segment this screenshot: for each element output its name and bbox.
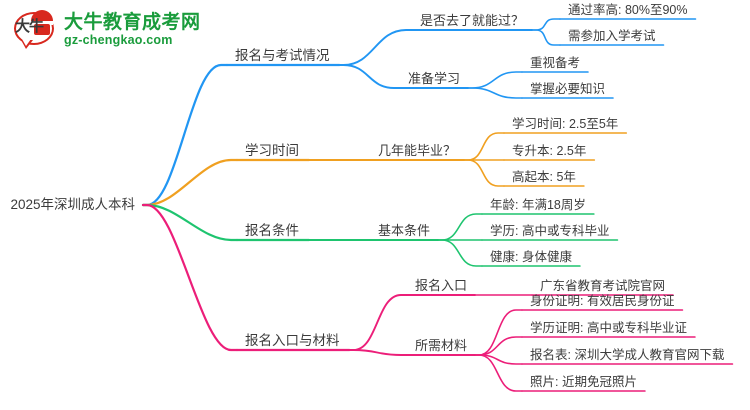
mindmap-labels: 2025年深圳成人本科 报名与考试情况 是否去了就能过？ 通过率高: 80%至90% 需…	[10, 2, 724, 389]
leaf-label-2-0-0: 年龄: 年满18周岁	[490, 197, 586, 212]
mindmap-edges	[141, 18, 734, 392]
leaf-label-1-0-2: 高起本: 5年	[512, 169, 576, 184]
edge-sub0-1-to-leaf1	[467, 87, 523, 99]
edge-branch0-to-sub1	[338, 64, 401, 89]
leaf-label-0-0-1: 需参加入学考试	[568, 28, 656, 43]
leaf-label-3-1-3: 照片: 近期免冠照片	[530, 374, 637, 389]
edge-sub0-0-to-leaf0	[531, 18, 561, 31]
branch-label-3: 报名入口与材料	[245, 333, 340, 348]
logo-title: 大牛教育成考网	[64, 11, 201, 33]
leaf-label-3-1-0: 身份证明: 有效居民身份证	[530, 293, 675, 308]
edge-root-to-branch-3	[141, 203, 239, 352]
logo-wordmark: 大牛教育成考网 gz-chengkao.com	[64, 13, 201, 47]
sub-label-3-1: 所需材料	[415, 338, 467, 353]
logo-mark-text: 大牛	[15, 17, 44, 35]
leaf-label-0-1-0: 重视备考	[530, 55, 580, 70]
edge-sub0-0-to-leaf1	[531, 29, 561, 46]
branch-label-2: 报名条件	[245, 222, 299, 238]
sub-label-3-0: 报名入口	[415, 278, 467, 293]
logo-subtitle: gz-chengkao.com	[64, 32, 173, 47]
edge-sub0-1-to-leaf0	[467, 71, 523, 89]
edge-sub2-0-to-leaf2	[437, 239, 483, 267]
edge-sub2-0-to-leaf0	[437, 213, 483, 241]
edge-sub3-1-to-leaf2	[474, 354, 523, 365]
graduation-cap-icon	[31, 10, 53, 23]
leaf-label-0-1-1: 掌握必要知识	[530, 81, 605, 96]
sub-label-1-0: 几年能毕业？	[378, 143, 456, 158]
leaf-label-3-0-0: 广东省教育考试院官网	[540, 278, 665, 293]
sub-label-0-0: 是否去了就能过？	[420, 13, 524, 28]
leaf-label-2-0-1: 学历: 高中或专科毕业	[490, 223, 609, 238]
leaf-label-1-0-0: 学习时间: 2.5至5年	[512, 116, 618, 131]
leaf-label-0-0-0: 通过率高: 80%至90%	[568, 2, 687, 17]
leaf-label-3-1-1: 学历证明: 高中或专科毕业证	[530, 320, 687, 335]
edge-sub3-1-to-leaf1	[474, 336, 523, 356]
edge-branch3-to-sub0	[348, 294, 408, 351]
leaf-label-3-1-2: 报名表: 深圳大学成人教育官网下载	[530, 347, 725, 362]
leaf-label-2-0-2: 健康: 身体健康	[490, 249, 572, 264]
edge-branch3-to-sub1	[348, 349, 408, 356]
edge-branch0-to-sub0	[338, 29, 413, 66]
site-logo: 大牛 大牛教育成考网 gz-chengkao.com	[12, 6, 222, 54]
edge-root-to-branch-0	[141, 63, 229, 207]
leaf-label-1-0-1: 专升本: 2.5年	[512, 143, 586, 158]
graduation-cap-body	[34, 24, 50, 35]
speech-bubble-tail-inner	[22, 39, 31, 46]
edge-sub1-0-to-leaf2	[463, 159, 505, 187]
edge-sub3-1-to-leaf0	[474, 309, 523, 356]
edge-sub3-1-to-leaf3	[474, 354, 523, 392]
bull-logo-icon: 大牛	[12, 9, 58, 51]
branch-label-0: 报名与考试情况	[235, 48, 330, 63]
graduation-cap-band	[31, 21, 53, 25]
sub-label-2-0: 基本条件	[378, 223, 430, 238]
sub-label-0-1: 准备学习	[408, 71, 460, 86]
edge-sub1-0-to-leaf0	[463, 132, 505, 161]
root-node-label: 2025年深圳成人本科	[10, 197, 135, 212]
branch-label-1: 学习时间	[245, 143, 299, 158]
